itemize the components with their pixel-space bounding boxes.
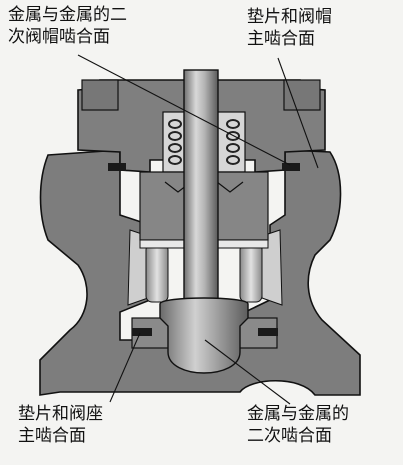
label-bl-line1: 垫片和阀座 [18,404,103,424]
label-bl-line2: 主啮合面 [18,426,86,446]
label-br-line1: 金属与金属的 [247,404,349,424]
bonnet-bolt-left [81,79,119,111]
label-secondary-metal-contact: 金属与金属的 二次啮合面 [247,403,349,447]
spring [168,119,240,165]
bonnet-gasket-right [282,163,300,171]
label-tl-line2: 次阀帽啮合面 [8,27,110,47]
leader-top-left [77,54,291,166]
label-tr-line1: 垫片和阀帽 [247,7,332,27]
label-tr-line2: 主啮合面 [247,29,315,49]
guide-rib-left [145,243,169,303]
bonnet-bolt-right [283,79,321,111]
valve-stem [183,69,219,321]
leader-bottom-left [109,332,141,403]
leader-lines [77,54,319,405]
valve-disc [159,297,249,374]
guide-rib-right [239,243,263,303]
valve-body [39,149,361,396]
leader-bottom-right [204,339,291,405]
label-seat-gasket-primary: 垫片和阀座 主啮合面 [18,403,103,447]
leader-top-right [277,57,319,169]
label-secondary-bonnet-metal-contact: 金属与金属的二 次阀帽啮合面 [8,4,127,48]
bonnet-gasket-left [108,163,126,171]
seat-gasket-left [132,328,152,336]
label-bonnet-gasket-primary: 垫片和阀帽 主啮合面 [247,6,332,50]
label-br-line2: 二次啮合面 [247,426,332,446]
seat-gasket-right [258,328,278,336]
label-tl-line1: 金属与金属的二 [8,5,127,25]
